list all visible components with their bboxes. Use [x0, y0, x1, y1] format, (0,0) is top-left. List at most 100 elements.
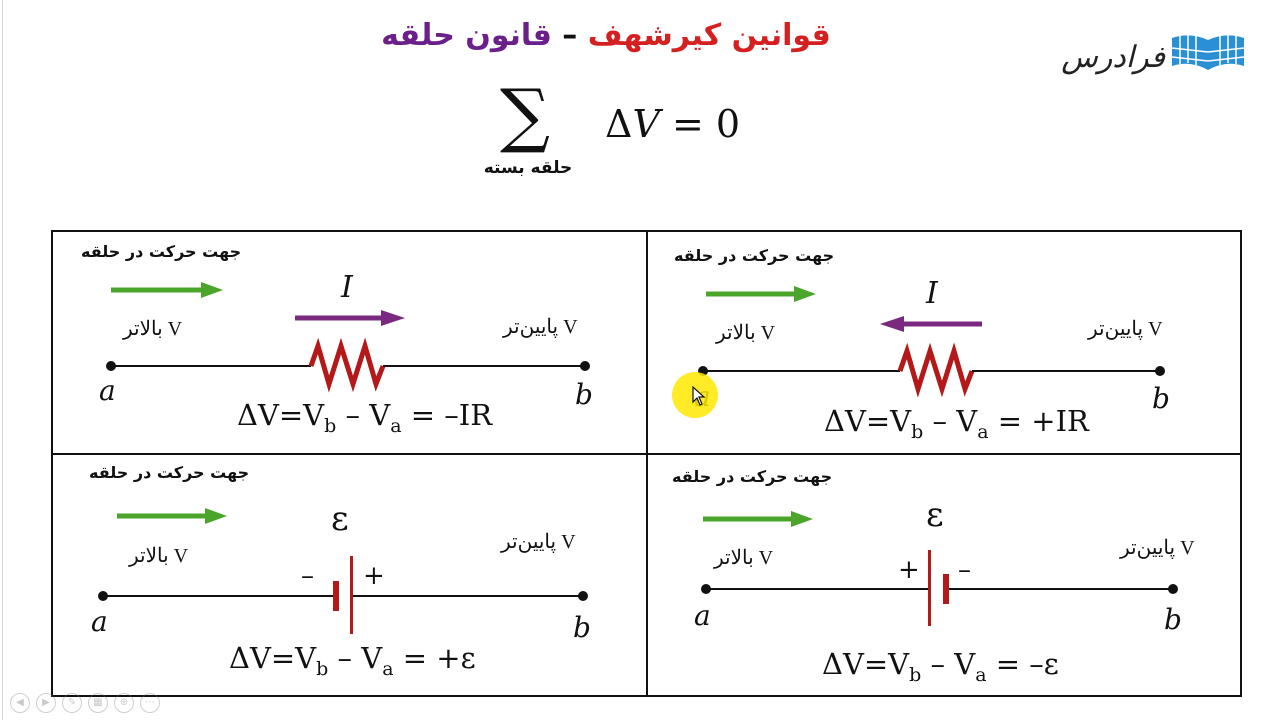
direction-label: جهت حرکت در حلقه [81, 242, 242, 261]
positive-terminal-label: + [898, 555, 920, 585]
slides-icon[interactable]: ▦ [88, 693, 108, 713]
v-letter: V [1180, 537, 1195, 559]
title-part1: قوانین کیرشهف [587, 18, 831, 53]
eq-prefix: ΔV=V [229, 641, 317, 675]
eq-sub-a: a [382, 657, 394, 680]
v-low-label: V پایین‌تر [1088, 316, 1163, 341]
sigma-symbol: ∑ [500, 74, 550, 156]
delta-v-equation: ΔV = 0 [605, 102, 740, 146]
v-letter: V [561, 531, 576, 553]
emf-label: ε [331, 499, 349, 539]
resistor-icon [897, 342, 975, 398]
current-arrow-icon [295, 310, 405, 326]
eq-sub-b: b [316, 657, 329, 680]
node-b-label: b [573, 611, 591, 644]
v-high-label: V بالاتر [123, 316, 182, 341]
eq-sub-a: a [390, 414, 402, 437]
panel-battery-neg-to-pos: جهت حرکت در حلقه V بالاتر V پایین‌تر ε –… [53, 455, 646, 697]
eq-suffix: = –IR [401, 398, 493, 432]
motion-arrow-icon [117, 508, 227, 524]
low-text: پایین‌تر [501, 531, 557, 553]
high-text: بالاتر [129, 545, 169, 567]
panel1-circuit [106, 282, 590, 393]
low-text: پایین‌تر [503, 316, 559, 338]
panel-resistor-against-current: جهت حرکت در حلقه I V بالاتر V پایین‌تر a… [648, 232, 1242, 453]
high-text: بالاتر [714, 547, 754, 569]
panel-equation: ΔV=Vb – Va = +ε [229, 641, 476, 680]
negative-terminal-label: – [958, 555, 971, 585]
low-text: پایین‌تر [1088, 318, 1144, 340]
v-letter: V [563, 316, 578, 338]
more-icon[interactable]: ⋯ [140, 693, 160, 713]
sigma-subscript: حلقه بسته [483, 158, 573, 178]
panel-battery-pos-to-neg: جهت حرکت در حلقه V بالاتر V پایین‌تر ε +… [648, 455, 1242, 697]
panel3-circuit [98, 508, 588, 634]
emf-label: ε [926, 495, 944, 535]
battery-short-plate-icon [943, 574, 949, 604]
eq-suffix: = –ε [986, 647, 1059, 681]
v-letter: V [167, 318, 183, 340]
title-part2: قانون حلقه [381, 18, 552, 53]
prev-icon[interactable]: ◀ [10, 693, 30, 713]
v-high-label: V بالاتر [129, 543, 188, 568]
book-icon [1171, 35, 1245, 70]
delta-symbol: Δ [605, 102, 633, 146]
direction-label: جهت حرکت در حلقه [674, 246, 835, 265]
zoom-icon[interactable]: ⊕ [114, 693, 134, 713]
v-letter: V [173, 545, 189, 567]
panel-resistor-with-current: جهت حرکت در حلقه I V بالاتر V پایین‌تر a… [53, 232, 646, 453]
v-low-label: V پایین‌تر [503, 314, 578, 339]
negative-terminal-label: – [301, 561, 314, 591]
battery-short-plate-icon [333, 581, 339, 611]
grid-vertical-divider [646, 232, 648, 695]
eq-prefix: ΔV=V [824, 404, 912, 438]
faradars-logo: فرادرس [1061, 30, 1250, 80]
node-b-label: b [1152, 382, 1170, 415]
eq-sub-a: a [977, 420, 989, 443]
left-edge-line [2, 0, 3, 720]
v-high-label: V بالاتر [714, 545, 773, 570]
eq-minus: – V [328, 641, 383, 675]
eq-suffix: = +ε [393, 641, 476, 675]
title-dash: – [562, 18, 578, 53]
pen-icon[interactable]: ✎ [62, 693, 82, 713]
node-a-label: a [91, 605, 108, 638]
v-high-label: V بالاتر [716, 320, 775, 345]
v-symbol: V [632, 102, 660, 146]
current-label: I [926, 276, 938, 311]
motion-arrow-icon [706, 286, 816, 302]
direction-label: جهت حرکت در حلقه [89, 463, 250, 482]
eq-suffix: = +IR [988, 404, 1089, 438]
eq-sub-a: a [975, 663, 987, 686]
equals-zero: = 0 [672, 102, 741, 146]
node-a-label: a [99, 374, 116, 407]
high-text: بالاتر [716, 322, 756, 344]
positive-terminal-label: + [363, 561, 385, 591]
node-b-label: b [1164, 603, 1182, 636]
motion-arrow-icon [703, 511, 813, 527]
eq-prefix: ΔV=V [237, 398, 325, 432]
eq-minus: – V [336, 398, 391, 432]
eq-sub-b: b [909, 663, 922, 686]
eq-sub-b: b [324, 414, 337, 437]
next-icon[interactable]: ▶ [36, 693, 56, 713]
current-arrow-icon [880, 316, 982, 332]
slide-toolbar[interactable]: ◀ ▶ ✎ ▦ ⊕ ⋯ [10, 693, 160, 713]
loop-law-formula: ∑ حلقه بسته ΔV = 0 [470, 80, 750, 192]
panel-equation: ΔV=Vb – Va = –ε [822, 647, 1059, 686]
low-text: پایین‌تر [1120, 537, 1176, 559]
v-low-label: V پایین‌تر [501, 529, 576, 554]
v-letter: V [1148, 318, 1163, 340]
high-text: بالاتر [123, 318, 163, 340]
direction-label: جهت حرکت در حلقه [672, 467, 833, 486]
v-letter: V [760, 322, 776, 344]
panel-equation: ΔV=Vb – Va = –IR [237, 398, 492, 437]
v-letter: V [758, 547, 774, 569]
panel4-circuit [701, 511, 1178, 626]
eq-sub-b: b [911, 420, 924, 443]
page-title: قوانین کیرشهف – قانون حلقه [0, 18, 1212, 53]
motion-arrow-icon [111, 282, 223, 298]
node-a-label: a [694, 599, 711, 632]
v-low-label: V پایین‌تر [1120, 535, 1195, 560]
battery-long-plate-icon [928, 550, 931, 626]
